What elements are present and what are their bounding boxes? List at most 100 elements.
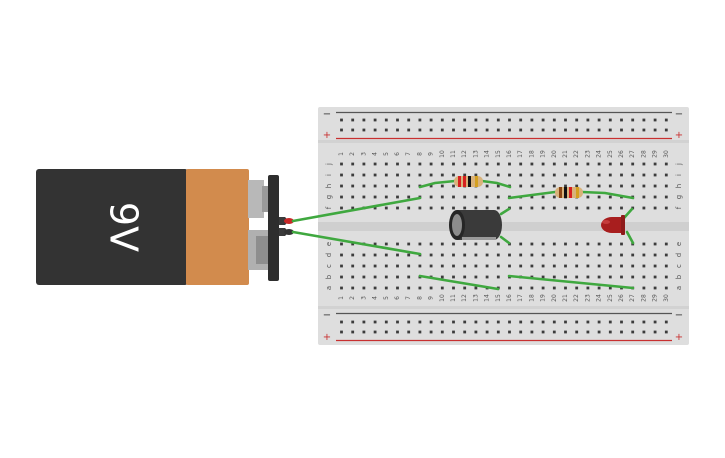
breadboard-hole[interactable]: [418, 173, 422, 177]
breadboard-hole[interactable]: [642, 264, 646, 268]
breadboard-hole[interactable]: [597, 286, 601, 290]
rail-hole[interactable]: [508, 118, 511, 122]
breadboard-hole[interactable]: [608, 173, 612, 177]
wire-capacitor-lead-top[interactable]: [499, 207, 511, 216]
breadboard-hole[interactable]: [586, 195, 590, 199]
resistor-1[interactable]: [454, 176, 483, 187]
breadboard-hole[interactable]: [664, 275, 668, 279]
breadboard-hole[interactable]: [608, 184, 612, 188]
breadboard-hole[interactable]: [653, 253, 657, 257]
rail-hole[interactable]: [597, 118, 601, 122]
breadboard-hole[interactable]: [519, 173, 523, 177]
breadboard-hole[interactable]: [340, 242, 343, 246]
rail-hole[interactable]: [586, 128, 590, 132]
breadboard-hole[interactable]: [620, 162, 623, 166]
rail-hole[interactable]: [362, 320, 366, 324]
breadboard-hole[interactable]: [608, 242, 612, 246]
breadboard-hole[interactable]: [541, 286, 545, 290]
breadboard-hole[interactable]: [396, 173, 399, 177]
rail-hole[interactable]: [541, 118, 545, 122]
breadboard-hole[interactable]: [530, 242, 534, 246]
breadboard-hole[interactable]: [586, 242, 590, 246]
breadboard-hole[interactable]: [340, 206, 343, 210]
breadboard-hole[interactable]: [586, 206, 590, 210]
breadboard-hole[interactable]: [575, 184, 579, 188]
rail-hole[interactable]: [631, 128, 635, 132]
breadboard-hole[interactable]: [485, 184, 489, 188]
breadboard-hole[interactable]: [608, 206, 612, 210]
breadboard-hole[interactable]: [463, 275, 467, 279]
breadboard-hole[interactable]: [396, 242, 399, 246]
breadboard-hole[interactable]: [631, 173, 635, 177]
breadboard-hole[interactable]: [362, 162, 366, 166]
rail-hole[interactable]: [407, 128, 411, 132]
rail-hole[interactable]: [552, 118, 556, 122]
breadboard-hole[interactable]: [620, 173, 623, 177]
breadboard-hole[interactable]: [418, 264, 422, 268]
breadboard-hole[interactable]: [664, 253, 668, 257]
breadboard-hole[interactable]: [664, 184, 668, 188]
rail-hole[interactable]: [418, 128, 422, 132]
breadboard-hole[interactable]: [463, 286, 467, 290]
breadboard-hole[interactable]: [485, 206, 489, 210]
breadboard-hole[interactable]: [653, 206, 657, 210]
rail-hole[interactable]: [564, 118, 567, 122]
breadboard-hole[interactable]: [642, 184, 646, 188]
breadboard-hole[interactable]: [407, 173, 411, 177]
breadboard-hole[interactable]: [396, 264, 399, 268]
breadboard-hole[interactable]: [620, 264, 623, 268]
breadboard-hole[interactable]: [429, 195, 433, 199]
breadboard-hole[interactable]: [396, 206, 399, 210]
rail-hole[interactable]: [608, 320, 612, 324]
rail-hole[interactable]: [384, 330, 388, 334]
rail-hole[interactable]: [586, 330, 590, 334]
breadboard-hole[interactable]: [407, 195, 411, 199]
breadboard-hole[interactable]: [586, 286, 590, 290]
breadboard-hole[interactable]: [530, 286, 534, 290]
breadboard-hole[interactable]: [396, 195, 399, 199]
rail-hole[interactable]: [485, 320, 489, 324]
breadboard-hole[interactable]: [597, 184, 601, 188]
breadboard-hole[interactable]: [664, 162, 668, 166]
breadboard-hole[interactable]: [429, 264, 433, 268]
breadboard-hole[interactable]: [564, 253, 567, 257]
rail-hole[interactable]: [631, 118, 635, 122]
wire-capacitor-lead-bottom[interactable]: [499, 235, 511, 245]
led-red[interactable]: [601, 215, 625, 235]
breadboard-hole[interactable]: [452, 184, 455, 188]
rail-hole[interactable]: [396, 128, 399, 132]
breadboard-hole[interactable]: [642, 173, 646, 177]
breadboard-hole[interactable]: [396, 275, 399, 279]
breadboard-hole[interactable]: [575, 173, 579, 177]
breadboard-hole[interactable]: [351, 195, 355, 199]
breadboard-hole[interactable]: [407, 286, 411, 290]
breadboard-hole[interactable]: [564, 264, 567, 268]
breadboard-hole[interactable]: [564, 206, 567, 210]
breadboard-hole[interactable]: [452, 162, 455, 166]
breadboard-hole[interactable]: [440, 253, 444, 257]
breadboard-hole[interactable]: [519, 162, 523, 166]
breadboard-hole[interactable]: [351, 184, 355, 188]
breadboard-hole[interactable]: [631, 253, 635, 257]
breadboard-hole[interactable]: [608, 162, 612, 166]
rail-hole[interactable]: [608, 128, 612, 132]
rail-hole[interactable]: [575, 128, 579, 132]
rail-hole[interactable]: [418, 320, 422, 324]
rail-hole[interactable]: [541, 128, 545, 132]
breadboard-hole[interactable]: [530, 195, 534, 199]
rail-hole[interactable]: [653, 330, 657, 334]
rail-hole[interactable]: [586, 320, 590, 324]
rail-hole[interactable]: [530, 118, 534, 122]
breadboard-hole[interactable]: [496, 184, 500, 188]
rail-hole[interactable]: [452, 320, 455, 324]
breadboard-hole[interactable]: [340, 162, 343, 166]
breadboard-hole[interactable]: [474, 195, 478, 199]
breadboard-hole[interactable]: [485, 195, 489, 199]
breadboard-hole[interactable]: [541, 275, 545, 279]
breadboard-hole[interactable]: [384, 242, 388, 246]
breadboard-hole[interactable]: [631, 264, 635, 268]
breadboard-hole[interactable]: [351, 286, 355, 290]
rail-hole[interactable]: [653, 118, 657, 122]
breadboard-hole[interactable]: [653, 264, 657, 268]
